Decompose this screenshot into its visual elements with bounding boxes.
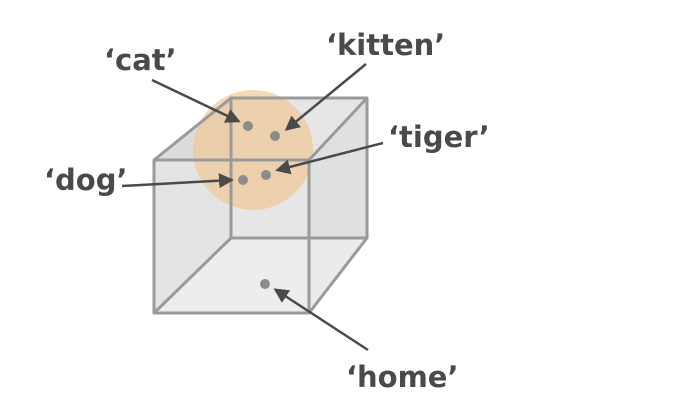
point-tiger	[261, 170, 271, 180]
label-cat: ‘cat’	[104, 43, 177, 77]
label-kitten: ‘kitten’	[326, 28, 445, 62]
point-kitten	[270, 131, 280, 141]
cube-bottom-face	[154, 238, 367, 313]
arrow-kitten	[284, 63, 367, 131]
arrow-dog	[121, 173, 234, 189]
point-dog	[238, 175, 248, 185]
label-dog: ‘dog’	[44, 163, 127, 197]
arrow-home	[273, 288, 369, 352]
label-home: ‘home’	[346, 360, 459, 394]
arrow-cat	[151, 78, 241, 123]
arrow-tiger	[275, 141, 384, 175]
label-tiger: ‘tiger’	[388, 120, 490, 154]
point-cat	[243, 121, 253, 131]
cube-edges	[152, 96, 369, 315]
point-home	[260, 279, 270, 289]
